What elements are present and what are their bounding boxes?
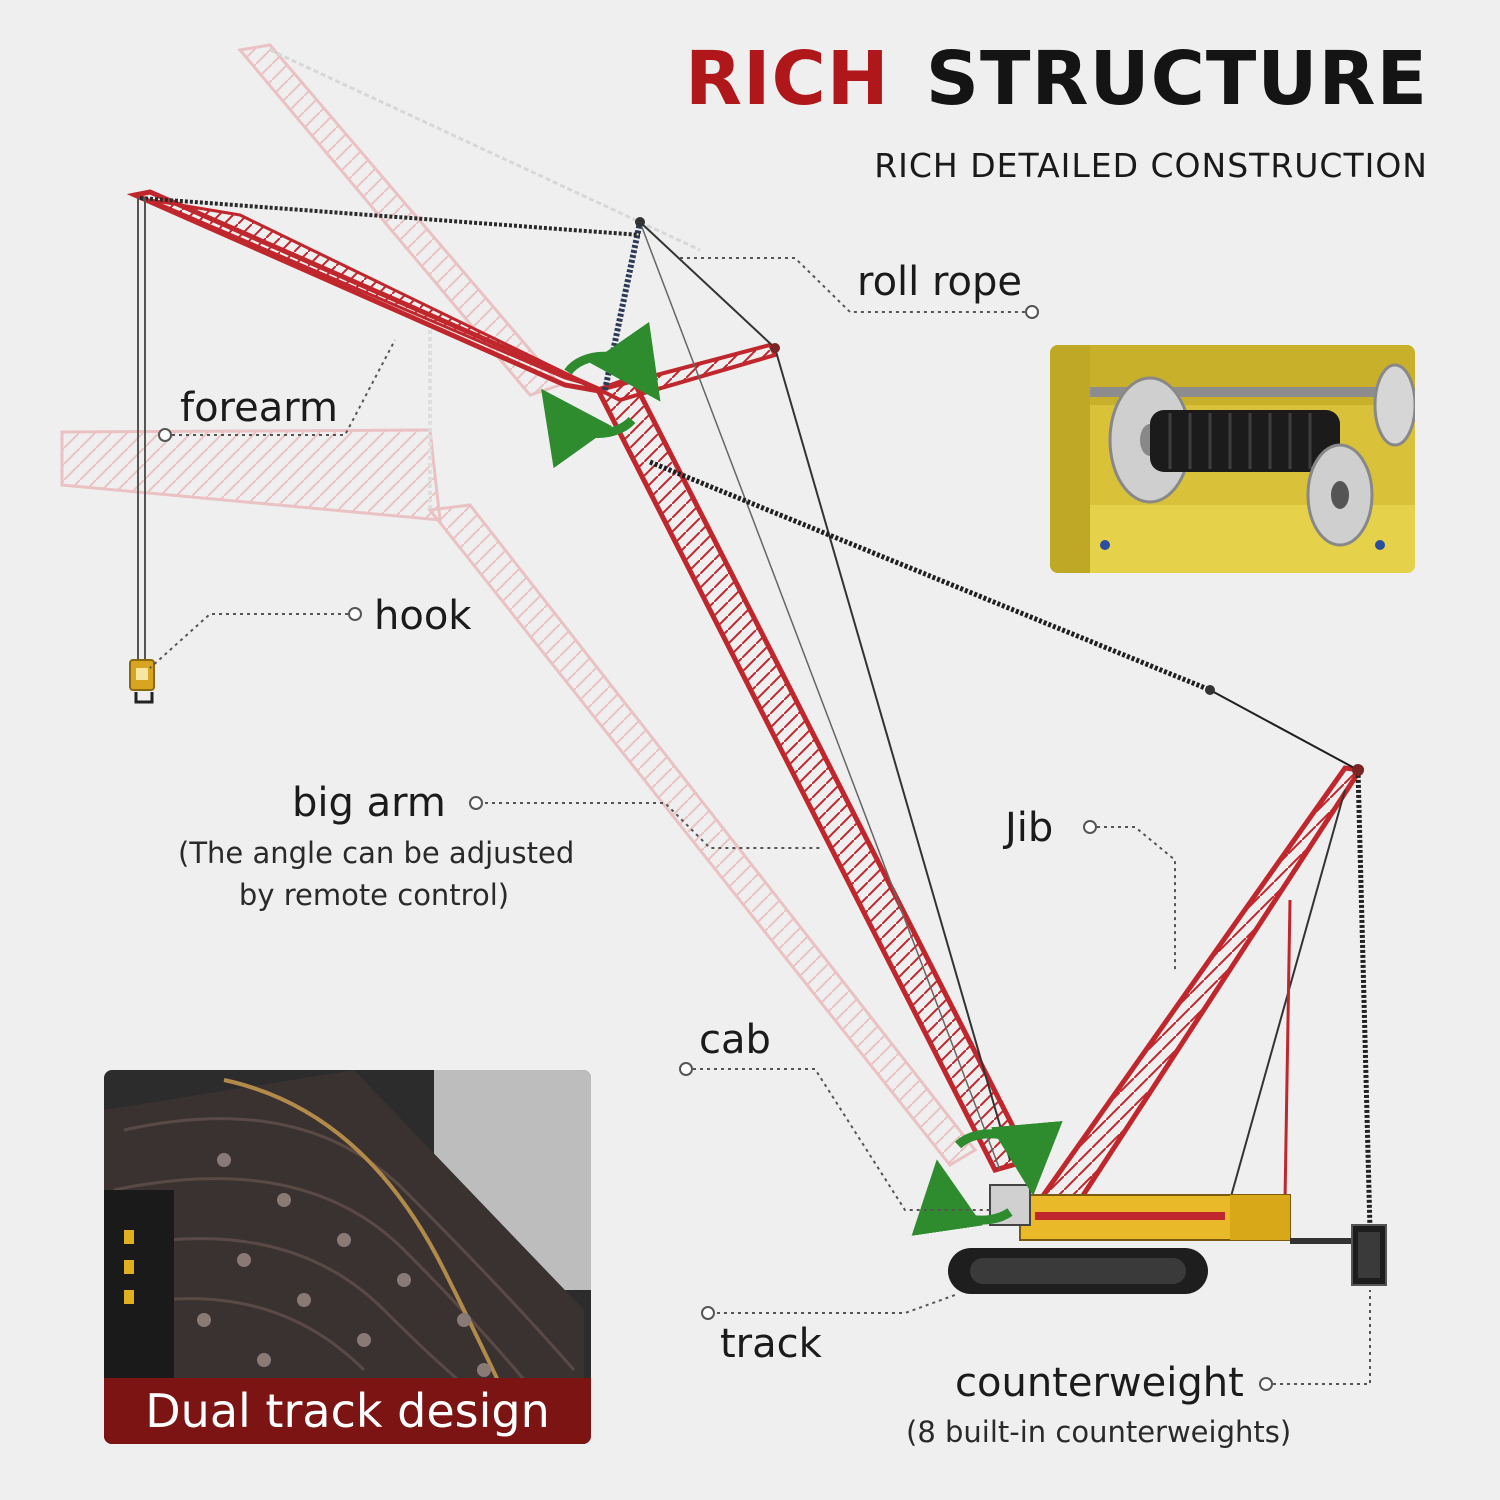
page-subtitle: RICH DETAILED CONSTRUCTION — [874, 146, 1428, 185]
leader-dots — [158, 305, 1273, 1391]
label-roll-rope: roll rope — [857, 259, 1023, 305]
label-cab: cab — [699, 1017, 771, 1063]
track-links-illustration — [104, 1070, 591, 1444]
track-photo-caption: Dual track design — [104, 1378, 591, 1444]
rotate-arrows-bottom — [911, 1120, 1063, 1236]
label-hook: hook — [374, 593, 472, 639]
title-word-rich: RICH — [684, 36, 890, 122]
big-arm-note: (The angle can be adjusted by remote con… — [178, 832, 575, 916]
hook-block — [129, 659, 155, 704]
winch-drum-illustration — [1050, 345, 1415, 573]
big-arm-note-line-1: (The angle can be adjusted — [178, 836, 575, 870]
winch-photo-inset — [1050, 345, 1415, 573]
ghost-boom-positions — [60, 43, 978, 1167]
rotate-arrows-top — [541, 321, 661, 469]
crawler-track — [948, 1248, 1208, 1294]
label-jib: Jib — [1005, 805, 1054, 851]
label-counterweight: counterweight — [955, 1360, 1244, 1406]
label-track: track — [720, 1321, 822, 1367]
label-forearm: forearm — [180, 385, 338, 431]
title-word-structure: STRUCTURE — [925, 36, 1428, 122]
big-arm-note-line-2: by remote control) — [238, 878, 510, 913]
label-big-arm: big arm — [292, 780, 446, 826]
track-photo-inset: Dual track design — [104, 1070, 591, 1444]
counterweight-block — [1351, 1224, 1387, 1286]
counterweight-note: (8 built-in counterweights) — [906, 1415, 1292, 1449]
leader-lines — [149, 257, 1371, 1385]
ropes — [137, 196, 1373, 1231]
